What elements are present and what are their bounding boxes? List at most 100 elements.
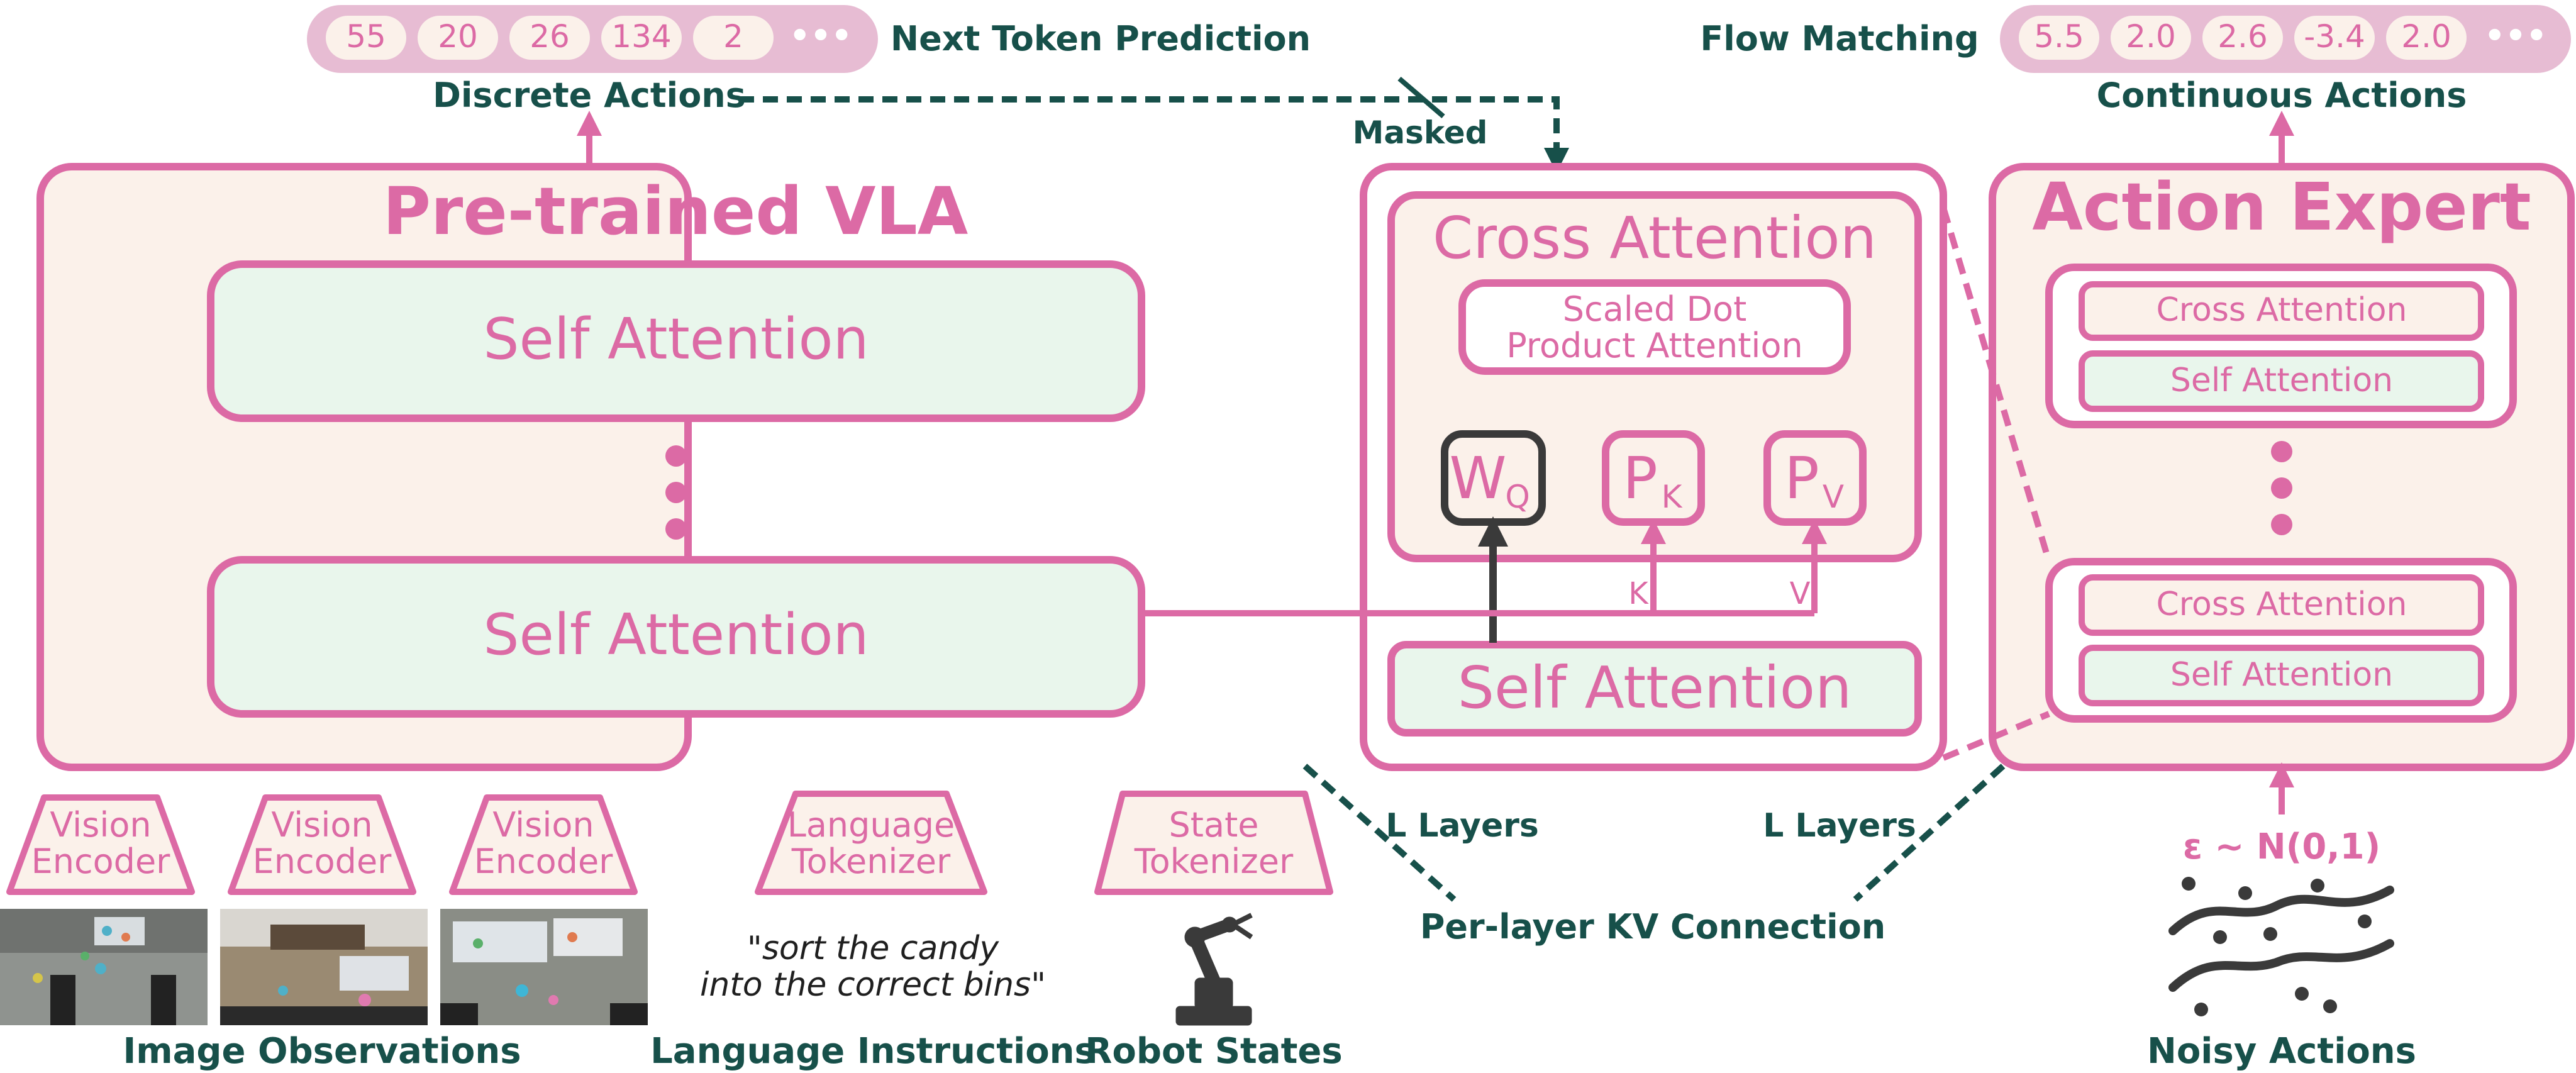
l-layers-right-label: L Layers [1763,807,1916,845]
continuous-token: 5.5 [2034,18,2084,55]
expert-self-attention-top-label: Self Attention [2170,362,2393,399]
expert-ellipsis-dot [2271,441,2292,462]
discrete-token: 20 [438,18,478,55]
continuous-token: -3.4 [2304,18,2365,55]
per-layer-kv-label: Per-layer KV Connection [1420,907,1885,947]
wq-subscript: Q [1505,479,1530,515]
scaled-dot-product-attention-box [1458,279,1851,375]
pk-subscript: K [1662,479,1683,515]
discrete-token-pill [418,16,498,60]
expert-self-attention-bottom [2079,645,2484,706]
continuous-tokens-bar: 5.5 2.0 2.6 -3.4 2.0 ••• [2000,5,2571,73]
vision-encoder-label: Vision [50,805,151,845]
vision-encoder-label: Encoder [474,842,614,881]
vision-encoder-1: Vision Encoder [6,794,195,895]
v-label: V [1790,576,1811,611]
sdpa-label-line1: Scaled Dot [1563,289,1747,329]
pv-subscript: V [1823,479,1844,515]
instruction-line-1: "sort the candy [747,930,999,967]
observation-image-1 [0,909,208,1025]
continuous-token-pill [2294,16,2375,60]
vla-self-attention-top-label: Self Attention [483,306,869,372]
continuous-token-pill [2202,16,2283,60]
discrete-token: 134 [611,18,671,55]
continuous-token-ellipsis: ••• [2484,17,2547,55]
pk-main: P [1623,445,1657,512]
discrete-token-pill [693,16,774,60]
continuous-actions-label: Continuous Actions [2097,75,2467,115]
state-tokenizer-label: State [1169,805,1259,845]
vla-ellipsis-dot [665,445,687,467]
language-tokenizer-label: Language [787,805,955,845]
kv-dashed-left [1302,764,1457,902]
l-layers-left-label: L Layers [1385,807,1539,845]
vision-encoder-2: Vision Encoder [228,794,416,895]
continuous-token: 2.6 [2218,18,2268,55]
noisy-actions-label: Noisy Actions [2147,1031,2416,1072]
language-tokenizer-label: Tokenizer [791,842,951,881]
discrete-token: 26 [530,18,570,55]
noise-distribution-label: ε ~ N(0,1) [2183,826,2380,867]
expert-cross-attention-top [2079,281,2484,341]
vision-encoder-label: Vision [492,805,594,845]
image-observations-label: Image Observations [123,1031,521,1072]
expert-ellipsis-dot [2271,477,2292,499]
expert-cross-attention-bottom [2079,574,2484,636]
discrete-tokens-bar: 55 20 26 134 2 ••• [307,5,878,73]
sdpa-label-line2: Product Attention [1506,326,1802,365]
flow-matching-label: Flow Matching [1700,19,1979,58]
noisy-actions-icon [2168,877,2394,1016]
wq-main: W [1450,445,1507,512]
masked-dashed-arrow [739,96,1569,173]
k-label: K [1628,576,1649,611]
vision-encoder-label: Encoder [31,842,171,881]
robot-states-label: Robot States [1085,1031,1342,1072]
discrete-token: 55 [346,18,386,55]
continuous-token-pill [2386,16,2467,60]
middle-self-attention-label: Self Attention [1458,654,1852,721]
language-tokenizer: Language Tokenizer [755,791,987,895]
vision-encoder-label: Encoder [253,842,392,881]
discrete-actions-label: Discrete Actions [433,75,746,115]
discrete-token-ellipsis: ••• [789,17,852,55]
discrete-token-pill [509,16,590,60]
state-tokenizer: State Tokenizer [1094,791,1333,895]
vla-ellipsis-dot [665,518,687,540]
vision-encoder-label: Vision [271,805,372,845]
zoom-connector-top [1940,206,2052,563]
vla-self-attention-bottom-label: Self Attention [483,602,869,668]
discrete-token-pill [601,16,682,60]
instruction-line-2: into the correct bins" [700,966,1046,1004]
zoom-connector-bottom [1942,711,2050,761]
expert-cross-attention-top-label: Cross Attention [2156,291,2407,329]
vision-encoder-3: Vision Encoder [449,794,638,895]
continuous-token-pill [2111,16,2191,60]
vla-self-attention-top [207,260,1145,422]
continuous-token: 2.0 [2401,18,2451,55]
observation-image-3 [440,909,648,1025]
action-expert-title: Action Expert [2032,169,2531,245]
masked-slash [1397,76,1445,119]
pv-main: P [1784,445,1819,512]
continuous-token: 2.0 [2126,18,2176,55]
pretrained-vla-title: Pre-trained VLA [383,173,969,250]
expert-cross-attention-bottom-label: Cross Attention [2156,586,2407,623]
expert-self-attention-bottom-label: Self Attention [2170,656,2393,694]
expert-ellipsis-dot [2271,514,2292,535]
robot-arm-icon [1175,913,1253,1026]
cross-attention-title: Cross Attention [1433,204,1877,272]
state-tokenizer-label: Tokenizer [1134,842,1294,881]
next-token-prediction-label: Next Token Prediction [891,19,1311,58]
vla-ellipsis-dot [665,482,687,503]
continuous-token-pill [2019,16,2099,60]
vla-self-attention-bottom [207,556,1145,718]
language-instructions-label: Language Instructions [650,1031,1096,1072]
masked-label: Masked [1353,114,1488,151]
discrete-token: 2 [723,18,743,55]
middle-self-attention-box [1387,641,1922,737]
observation-image-2 [220,909,428,1025]
discrete-token-pill [326,16,406,60]
kv-dashed-right [1853,764,2006,902]
expert-self-attention-top [2079,350,2484,412]
